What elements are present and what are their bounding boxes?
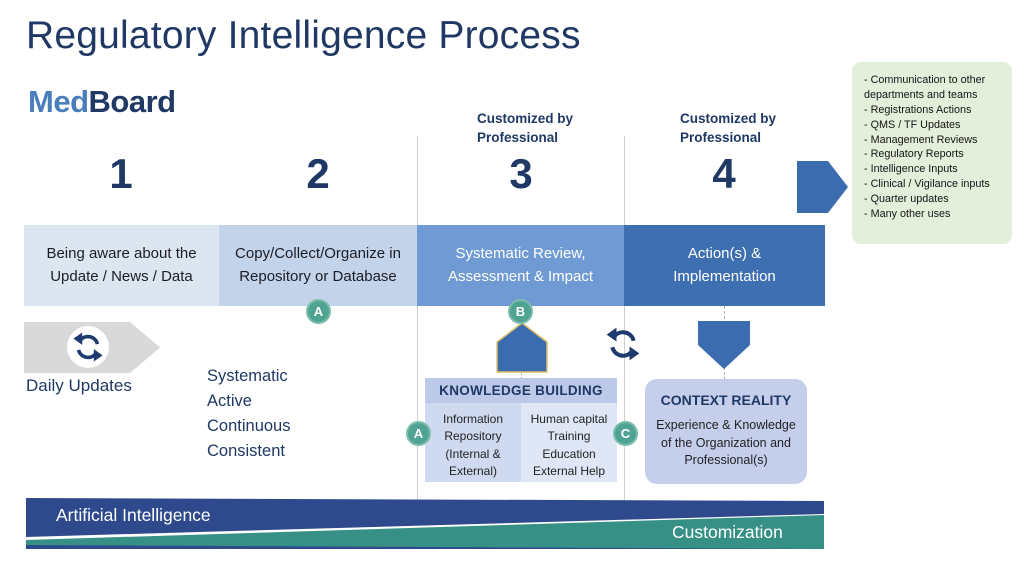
- outputs-list-box: - Communication to other departments and…: [852, 62, 1012, 244]
- step2-bar: Copy/Collect/Organize in Repository or D…: [219, 225, 417, 306]
- output-item: - Registrations Actions: [864, 103, 972, 116]
- step3-bar: Systematic Review, Assessment & Impact: [417, 225, 624, 306]
- col3-customized-header: Customized by Professional: [477, 111, 574, 145]
- badge-a-kb: A: [406, 421, 431, 446]
- context-reality-box: CONTEXT REALITY Experience & Knowledge o…: [645, 379, 807, 484]
- step1-bar: Being aware about the Update / News / Da…: [24, 225, 219, 306]
- column-divider-3-4: [624, 136, 625, 500]
- medboard-logo: MedBoard: [28, 84, 176, 120]
- artificial-intelligence-label: Artificial Intelligence: [56, 505, 211, 525]
- context-reality-body: Experience & Knowledge of the Organizati…: [656, 418, 796, 467]
- daily-updates-label: Daily Updates: [26, 376, 132, 395]
- cycle-refresh-icon: [605, 326, 641, 367]
- logo-med: Med: [28, 84, 89, 119]
- output-item: - Many other uses: [864, 208, 951, 221]
- output-item: - Regulatory Reports: [864, 148, 964, 161]
- quality-item: Active: [207, 392, 252, 410]
- right-arrow-icon: [797, 161, 848, 218]
- output-item: - Clinical / Vigilance inputs: [864, 178, 990, 191]
- qualities-list: Systematic Active Continuous Consistent: [207, 364, 290, 464]
- kb-information-repository-cell: Information Repository (Internal & Exter…: [425, 403, 521, 482]
- logo-board: Board: [88, 84, 177, 119]
- step-number-1: 1: [109, 150, 133, 197]
- output-item: - Management Reviews: [864, 133, 978, 146]
- column-divider-2-3: [417, 136, 418, 500]
- house-up-arrow-icon: [495, 321, 549, 379]
- badge-a-step2: A: [306, 299, 331, 324]
- step-number-2: 2: [306, 150, 330, 197]
- quality-item: Continuous: [207, 417, 291, 435]
- output-item: - Communication to other departments and…: [864, 74, 986, 101]
- down-arrow-icon: [698, 321, 750, 376]
- col4-customized-header: Customized by Professional: [680, 111, 777, 145]
- kb-human-capital-cell: Human capital Training Education Externa…: [521, 403, 617, 482]
- output-item: - Quarter updates: [864, 193, 949, 206]
- refresh-icon: [67, 326, 109, 368]
- output-item: - Intelligence Inputs: [864, 163, 958, 176]
- page-title: Regulatory Intelligence Process: [26, 14, 581, 57]
- output-item: - QMS / TF Updates: [864, 118, 961, 131]
- quality-item: Systematic: [207, 367, 288, 385]
- badge-b-step3: B: [508, 299, 533, 324]
- step4-bar: Action(s) & Implementation: [624, 225, 825, 306]
- badge-c-kb: C: [613, 421, 638, 446]
- step-number-3: 3: [509, 150, 533, 197]
- step-number-4: 4: [712, 150, 736, 197]
- footer-wedges: [26, 498, 824, 549]
- knowledge-building-box: KNOWLEDGE BUILDING Information Repositor…: [425, 378, 617, 482]
- context-reality-title: CONTEXT REALITY: [660, 392, 792, 408]
- quality-item: Consistent: [207, 442, 285, 460]
- knowledge-building-title: KNOWLEDGE BUILDING: [425, 378, 617, 403]
- customization-label: Customization: [672, 522, 783, 542]
